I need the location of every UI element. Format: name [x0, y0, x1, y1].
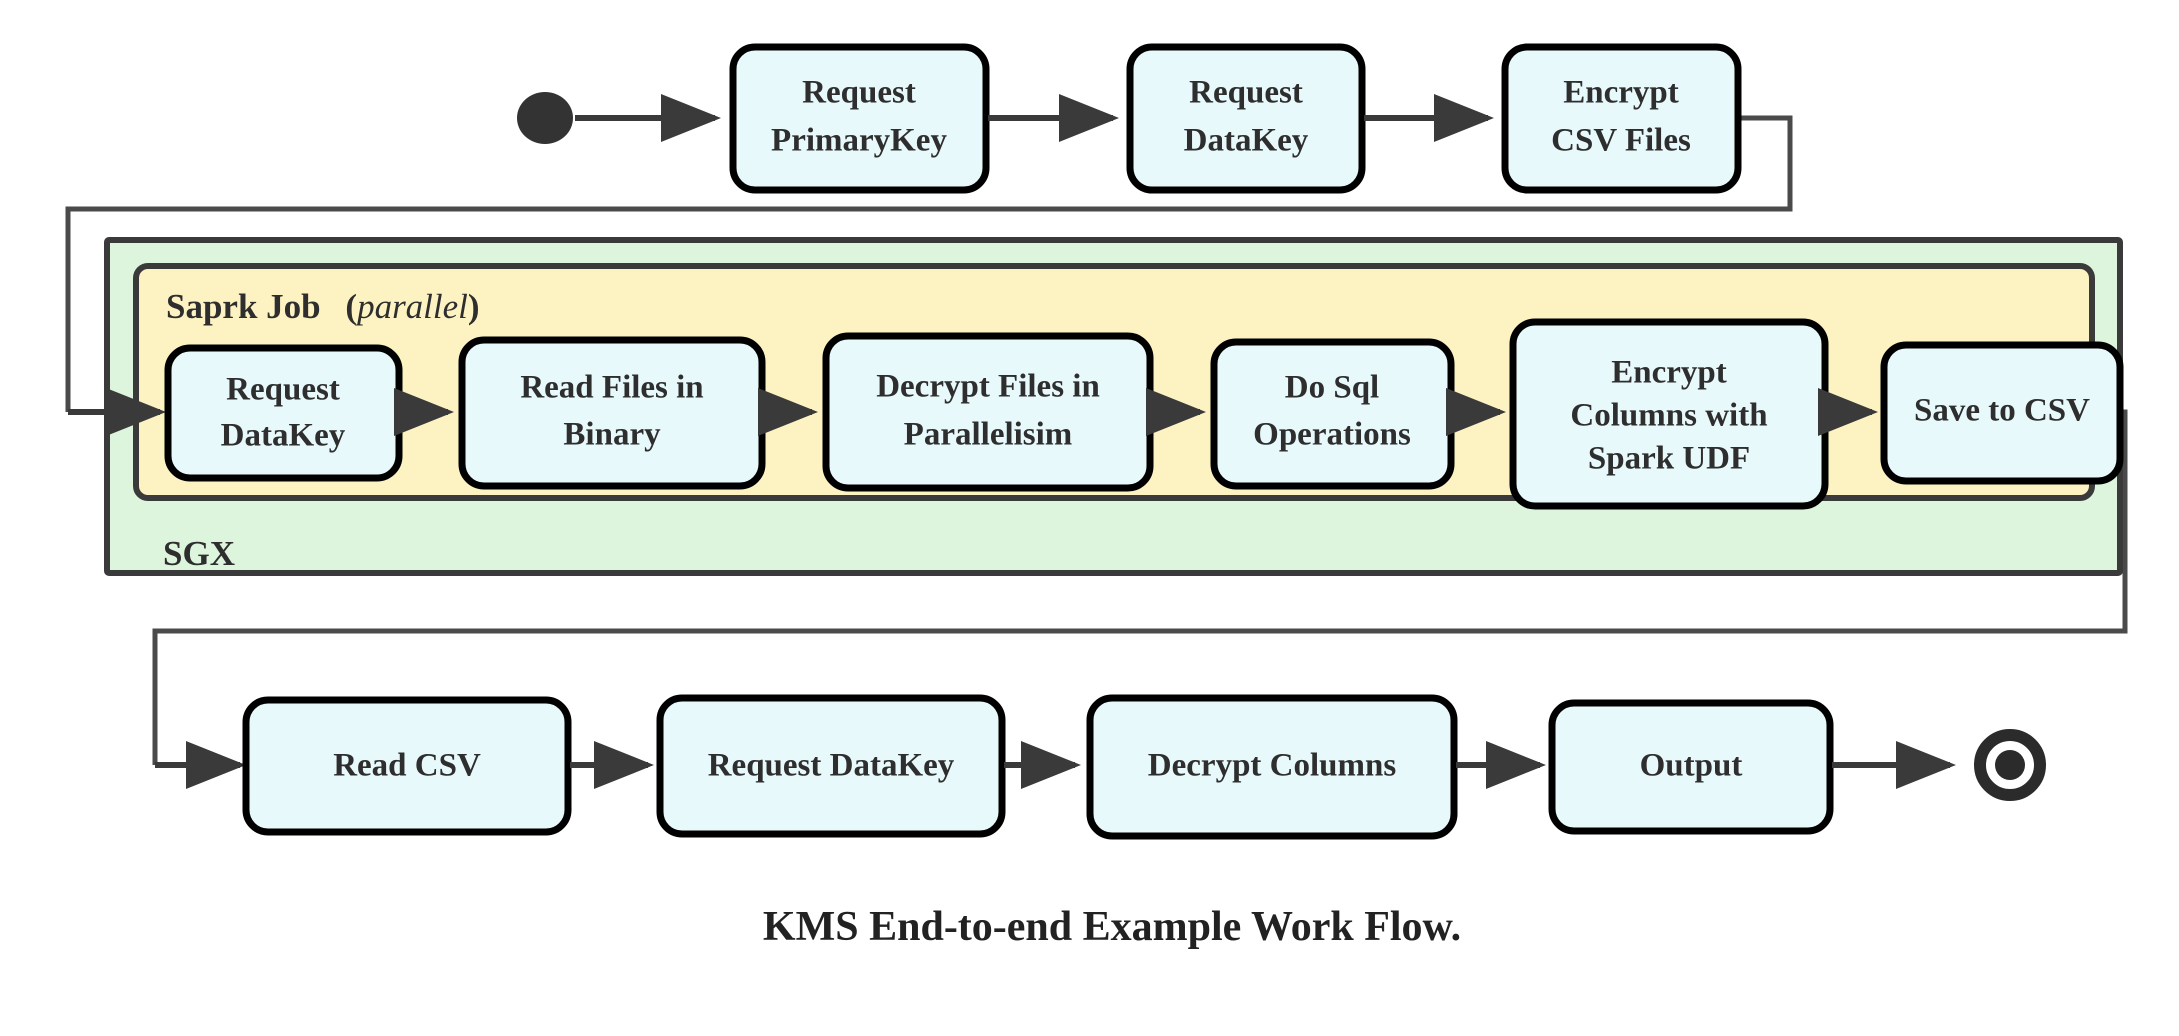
node-encrypt-columns-line3: Spark UDF: [1588, 441, 1750, 477]
node-request-primarykey-line2: PrimaryKey: [771, 123, 947, 159]
node-read-files-in-binary-line2: Binary: [563, 417, 661, 453]
node-request-datakey-bottom-label: Request DataKey: [708, 748, 955, 784]
spark-job-label-text: Saprk Job: [166, 287, 321, 326]
diagram-caption: KMS End-to-end Example Work Flow.: [763, 904, 1461, 950]
node-encrypt-csv-files[interactable]: [1501, 43, 1742, 194]
end-node-core: [1995, 750, 2025, 780]
edge-encrypt-csv-to-spark: [65, 115, 1793, 412]
node-request-datakey-top-line2: DataKey: [1184, 123, 1309, 159]
node-decrypt-columns[interactable]: [1086, 694, 1458, 840]
node-request-datakey-bottom[interactable]: [656, 694, 1006, 838]
spark-job-paren-close: ): [468, 287, 480, 326]
node-request-datakey-spark[interactable]: [164, 344, 403, 482]
node-read-files-in-binary-line1: Read Files in: [520, 370, 703, 406]
node-output-label: Output: [1640, 748, 1743, 784]
sgx-label: SGX: [163, 534, 235, 573]
node-output[interactable]: [1548, 699, 1834, 835]
node-request-primarykey[interactable]: [729, 43, 990, 194]
node-save-to-csv[interactable]: [1880, 341, 2124, 485]
node-read-csv-label: Read CSV: [333, 748, 481, 784]
node-encrypt-columns-line1: Encrypt: [1611, 355, 1727, 391]
start-node: [517, 92, 573, 144]
node-decrypt-columns-label: Decrypt Columns: [1148, 748, 1397, 784]
spark-job-qualifier: parallel: [354, 287, 468, 326]
node-do-sql-operations-line2: Operations: [1253, 417, 1411, 453]
node-encrypt-csv-files-line1: Encrypt: [1563, 75, 1679, 111]
node-request-datakey-spark-line2: DataKey: [221, 418, 346, 454]
node-request-datakey-top[interactable]: [1126, 43, 1366, 194]
node-decrypt-files-in-parallelisim-line2: Parallelisim: [904, 417, 1073, 453]
node-save-to-csv-line1: Save to CSV: [1914, 393, 2090, 429]
node-do-sql-operations-line1: Do Sql: [1285, 370, 1379, 406]
node-request-datakey-top-line1: Request: [1189, 75, 1303, 111]
node-encrypt-csv-files-line2: CSV Files: [1551, 123, 1691, 159]
node-request-datakey-spark-line1: Request: [226, 372, 340, 408]
node-do-sql-operations[interactable]: [1210, 338, 1455, 490]
node-read-files-in-binary[interactable]: [458, 336, 766, 490]
end-node-ring: [1974, 729, 2046, 801]
node-read-csv[interactable]: [242, 696, 572, 836]
spark-job-label: Saprk Job (parallel): [166, 287, 480, 326]
node-decrypt-files-in-parallelisim-line1: Decrypt Files in: [876, 369, 1100, 405]
node-encrypt-columns-line2: Columns with: [1570, 398, 1767, 434]
node-request-primarykey-line1: Request: [802, 75, 916, 111]
node-decrypt-files-in-parallelisim[interactable]: [822, 332, 1154, 492]
spark-job-paren-open: (: [345, 287, 357, 326]
